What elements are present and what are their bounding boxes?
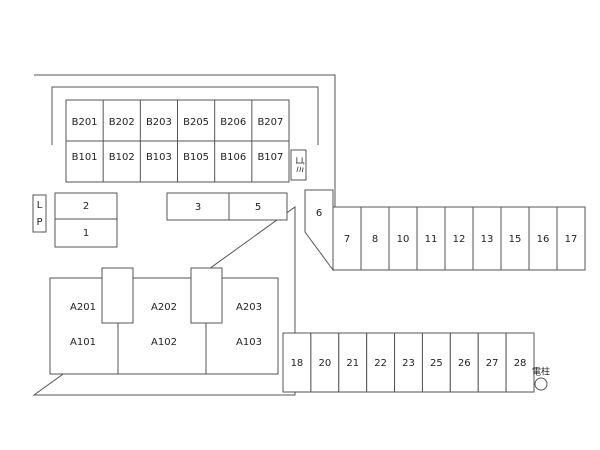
parking-space [505,332,535,393]
parking-space-1 [54,218,118,248]
unit-b4-upper: B205 [183,117,209,128]
parking-label: 21 [346,358,359,369]
parking-space [500,206,530,271]
lp-label-l: L [37,200,43,211]
parking-space [360,206,390,271]
parking-label: 27 [486,358,499,369]
unit-b6-lower: B107 [257,152,283,163]
parking-label-5: 5 [255,202,261,213]
building-a-stair-2 [190,267,223,324]
parking-label-1: 1 [83,228,89,239]
parking-label-3: 3 [195,202,201,213]
unit-b1-lower: B101 [72,152,98,163]
parking-label: 20 [318,358,331,369]
parking-label: 11 [425,234,438,245]
utility-pole-icon [534,377,548,391]
unit-b4-lower: B105 [183,152,209,163]
parking-space [338,332,368,393]
parking-space [282,332,312,393]
parking-space [416,206,446,271]
building-a [49,277,279,375]
garbage-station [290,149,307,181]
building-b-outline [51,86,319,145]
parking-space-6 [304,189,334,272]
unit-a201: A201 [70,302,96,313]
unit-a102: A102 [151,337,177,348]
unit-b5-lower: B106 [220,152,246,163]
parking-label-6: 6 [316,208,322,219]
unit-b5-upper: B206 [220,117,246,128]
parking-label: 16 [537,234,550,245]
parking-label: 10 [397,234,410,245]
parking-space [394,332,423,393]
unit-b2-upper: B202 [109,117,135,128]
parking-space [388,206,418,271]
parking-label-2: 2 [83,201,89,212]
unit-b1-upper: B201 [72,117,98,128]
parking-space [528,206,558,271]
parking-space-5 [228,192,288,221]
lp-box [32,194,47,233]
unit-a203: A203 [236,302,262,313]
parking-space [472,206,502,271]
parking-label: 28 [514,358,527,369]
unit-a202: A202 [151,302,177,313]
parking-space [310,332,340,393]
building-a-stair-1 [101,267,134,324]
parking-label: 8 [372,234,378,245]
lp-label-p: P [36,217,42,228]
parking-label: 18 [291,358,304,369]
parking-label: 12 [453,234,466,245]
parking-label: 22 [374,358,387,369]
parking-space [556,206,586,271]
parking-label: 7 [344,234,350,245]
parking-label: 17 [565,234,578,245]
parking-space [332,206,362,271]
unit-b3-upper: B203 [146,117,172,128]
parking-space [449,332,479,393]
unit-b2-lower: B102 [109,152,135,163]
parking-space [477,332,507,393]
unit-b6-upper: B207 [257,117,283,128]
utility-pole-label: 電柱 [532,366,550,378]
parking-label: 26 [458,358,471,369]
parking-label: 15 [509,234,522,245]
parking-space-2 [54,192,118,220]
parking-label: 23 [402,358,415,369]
unit-a101: A101 [70,337,96,348]
unit-b3-lower: B103 [146,152,172,163]
garbage-station-label: ゴミ [294,156,306,174]
parking-space-3 [166,192,230,221]
unit-a103: A103 [236,337,262,348]
parking-label: 25 [430,358,443,369]
parking-label: 13 [481,234,494,245]
parking-space [366,332,396,393]
